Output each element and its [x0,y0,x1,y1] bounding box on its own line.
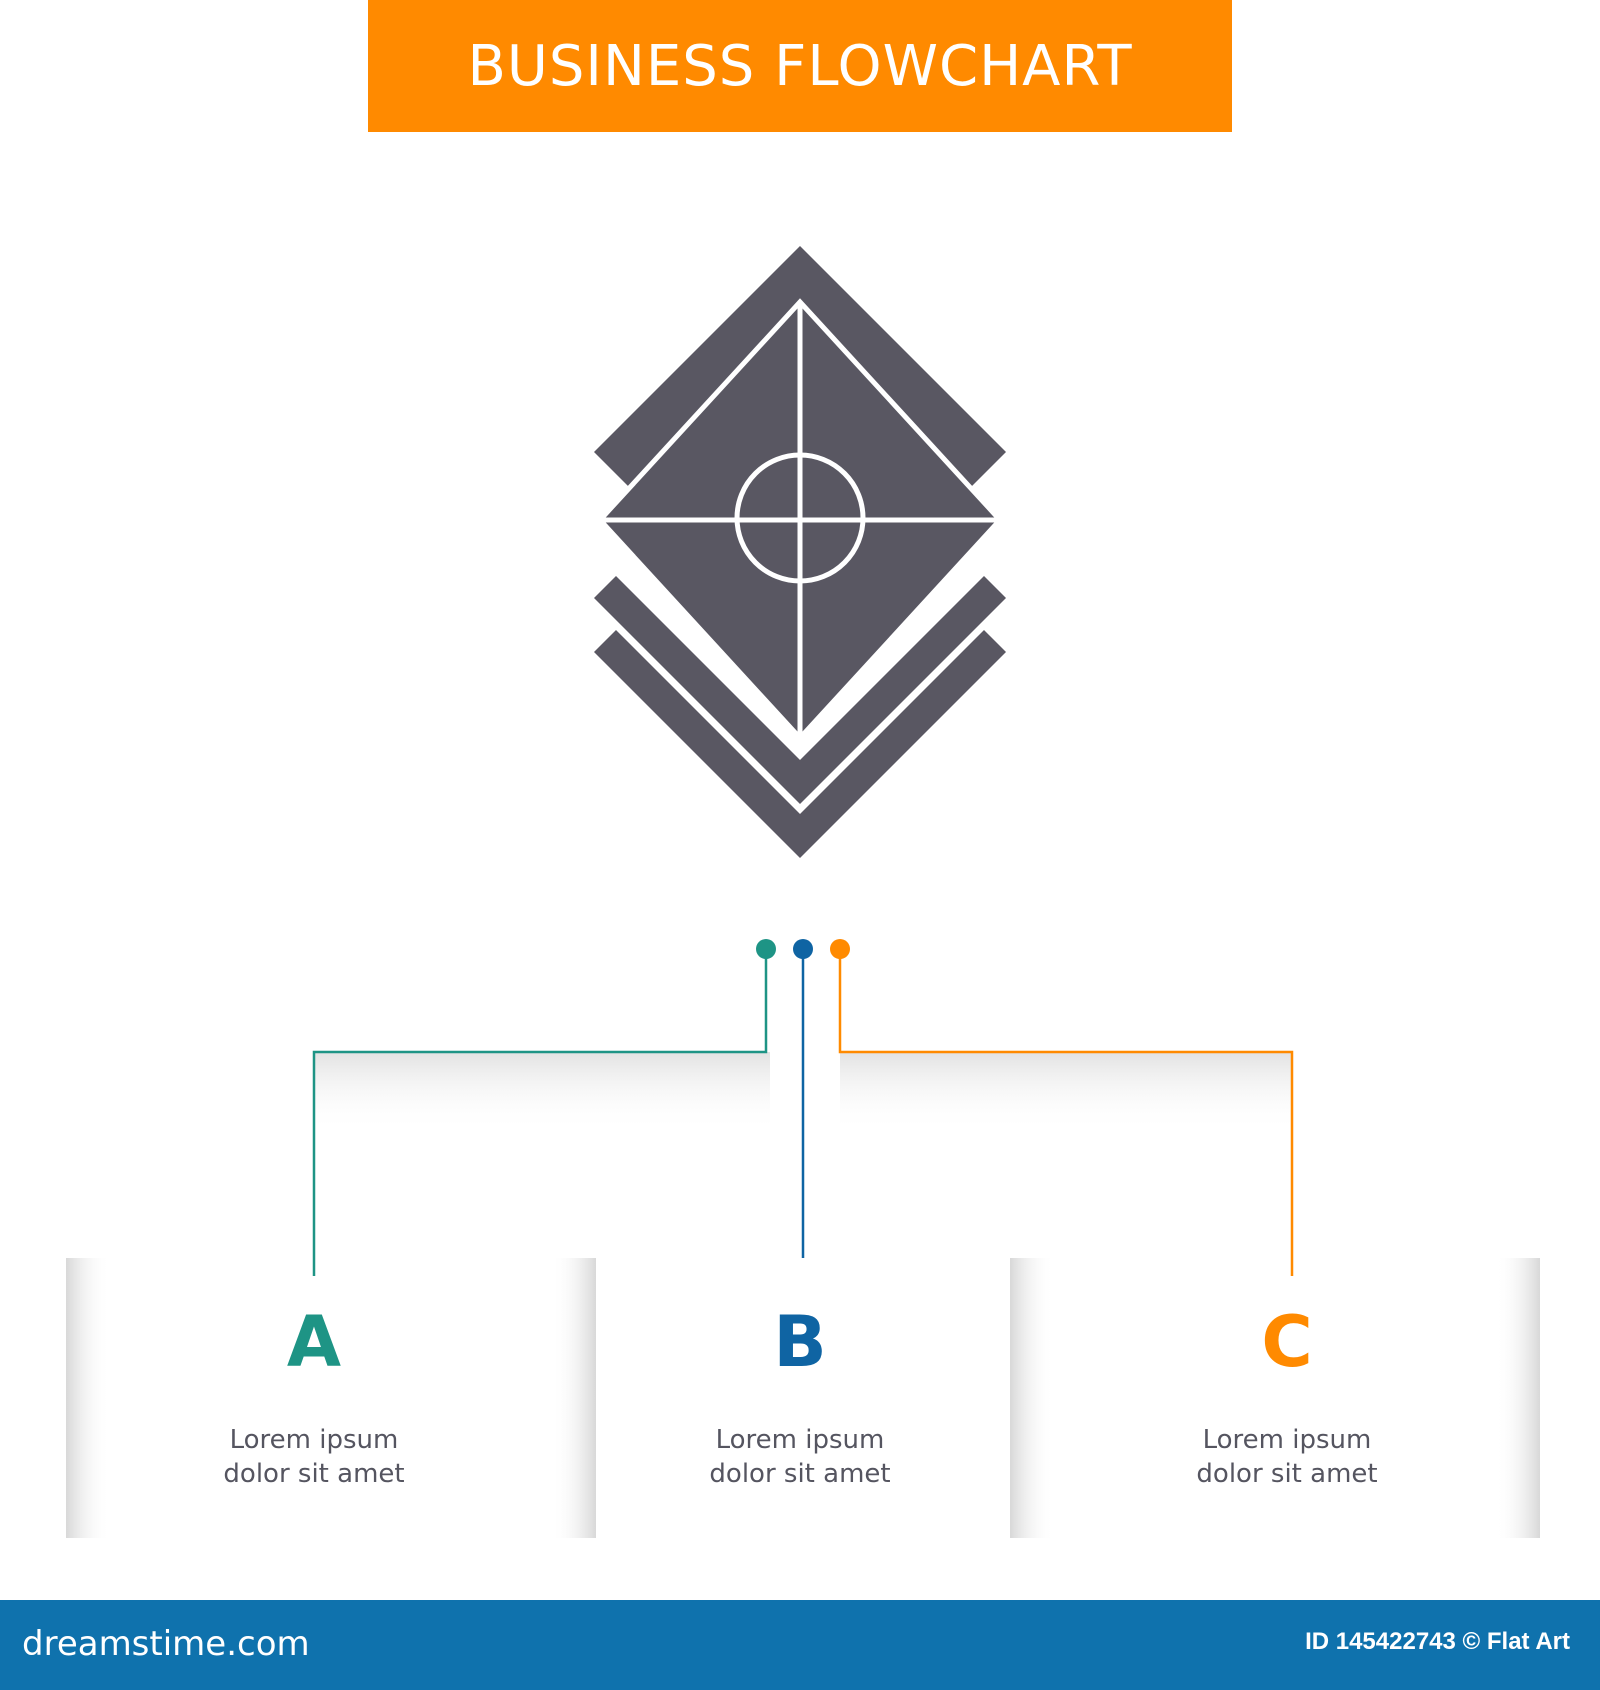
step-a-line2: dolor sit amet [223,1459,405,1489]
step-b-line1: Lorem ipsum [715,1425,885,1455]
panel-divider-1 [552,1258,596,1538]
step-description-c: Lorem ipsum dolor sit amet [1087,1423,1487,1491]
dreamstime-logo: dreamstime.com [22,1624,310,1664]
icon-bottom-layer [594,630,1006,858]
connector-line-a [312,949,768,1276]
panel-edge-left [66,1258,110,1538]
branch-shadow-right [840,1052,1292,1132]
step-panel-a: A Lorem ipsum dolor sit amet [114,1307,514,1491]
footer-bar: dreamstime.com ID 145422743 © Flat Art [0,1600,1600,1690]
panel-divider-2 [1010,1258,1054,1538]
image-id-credit: ID 145422743 © Flat Art [1305,1628,1570,1655]
step-c-line1: Lorem ipsum [1202,1425,1372,1455]
step-letter-a: A [286,1301,342,1383]
step-description-a: Lorem ipsum dolor sit amet [114,1423,514,1491]
title-banner: BUSINESS FLOWCHART [368,0,1232,132]
step-panel-b: B Lorem ipsum dolor sit amet [600,1307,1000,1491]
step-panel-c: C Lorem ipsum dolor sit amet [1087,1307,1487,1491]
step-c-line2: dolor sit amet [1196,1459,1378,1489]
icon-target-circle [734,452,866,584]
step-letter-c: C [1261,1301,1313,1383]
connector-line-c [838,949,1294,1276]
icon-middle-layer [594,576,1006,804]
panel-edge-right [1496,1258,1540,1538]
step-letter-b: B [773,1301,827,1383]
step-description-b: Lorem ipsum dolor sit amet [600,1423,1000,1491]
page-title: BUSINESS FLOWCHART [467,33,1133,99]
branch-shadow-left [314,1052,770,1132]
step-b-line2: dolor sit amet [709,1459,891,1489]
layers-target-icon [594,246,1006,858]
step-a-line1: Lorem ipsum [229,1425,399,1455]
